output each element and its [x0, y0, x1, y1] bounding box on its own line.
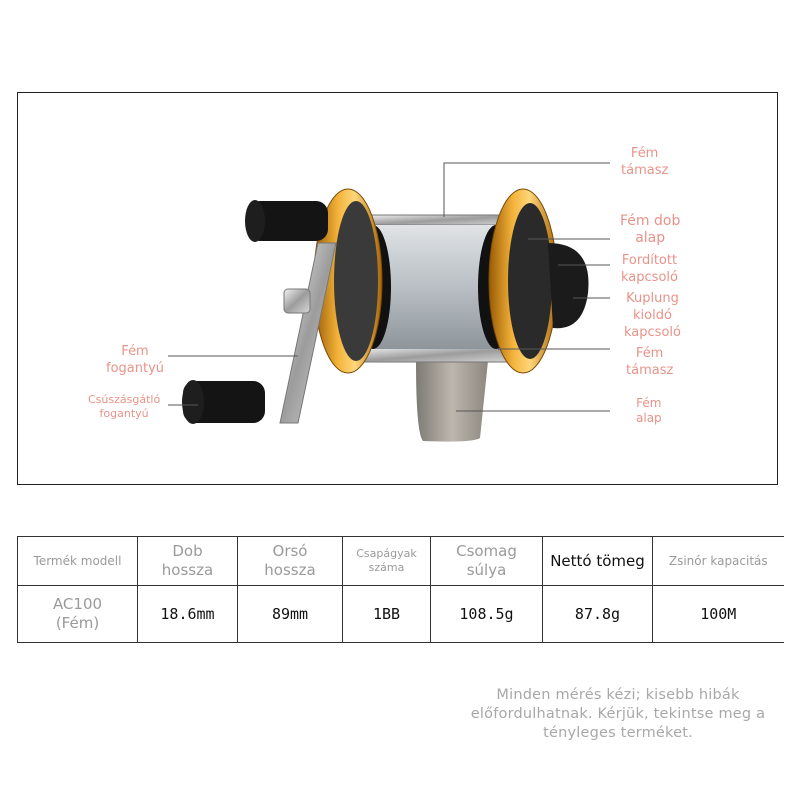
header-line-capacity: Zsinór kapacitás [652, 536, 784, 586]
reel-base-foot [416, 361, 488, 442]
callout-metal-support-top: Fém támasz [621, 146, 669, 178]
bottom-support-bar [352, 347, 524, 363]
callout-metal-support-bottom: Fém támasz [626, 346, 674, 378]
upper-handle-knob [248, 201, 328, 241]
lower-knob-cap [182, 380, 204, 424]
header-drum-length: Dob hossza [137, 536, 238, 586]
header-package-weight: Csomag súlya [430, 536, 543, 586]
leader-lines [168, 162, 610, 412]
specs-value-row: AC100 (Fém) 18.6mm 89mm 1BB 108.5g 87.8g… [17, 585, 784, 643]
value-line-capacity: 100M [652, 585, 784, 643]
callout-metal-drum-base: Fém dob alap [620, 213, 681, 246]
fishing-reel-illustration [168, 162, 610, 442]
measurement-disclaimer: Minden mérés kézi; kisebb hibák előfordu… [470, 687, 766, 741]
handle-nut [283, 288, 311, 314]
value-net-weight: 87.8g [542, 585, 653, 643]
upper-knob-cap [245, 200, 265, 242]
value-bearings: 1BB [342, 585, 431, 643]
value-drum-length: 18.6mm [137, 585, 238, 643]
value-reel-length: 89mm [237, 585, 343, 643]
header-reel-length: Orsó hossza [237, 536, 343, 586]
value-package-weight: 108.5g [430, 585, 543, 643]
product-photo-frame: Fém támasz Fém dob alap Fordított kapcso… [17, 92, 778, 485]
callout-anti-slip-handle: Csúszásgátló fogantyú [88, 393, 161, 420]
specs-table: Termék modell Dob hossza Orsó hossza Csa… [17, 536, 784, 643]
callout-reverse-switch: Fordított kapcsoló [621, 253, 678, 285]
left-side-plate-inner [334, 201, 378, 361]
line-spool [373, 225, 498, 349]
value-product-model: AC100 (Fém) [17, 585, 138, 643]
specs-header-row: Termék modell Dob hossza Orsó hossza Csa… [17, 536, 784, 586]
callout-metal-base: Fém alap [636, 396, 662, 425]
handle-arm [279, 242, 337, 424]
lower-handle-knob [183, 381, 265, 423]
header-bearings: Csapágyak száma [342, 536, 431, 586]
header-product-model: Termék modell [17, 536, 138, 586]
reverse-switch-knob [548, 243, 589, 329]
header-net-weight: Nettó tömeg [542, 536, 653, 586]
right-side-plate-inner [508, 203, 552, 359]
callout-clutch-release: Kuplung kioldó kapcsoló [624, 291, 681, 340]
callout-metal-handle: Fém fogantyú [106, 344, 165, 376]
